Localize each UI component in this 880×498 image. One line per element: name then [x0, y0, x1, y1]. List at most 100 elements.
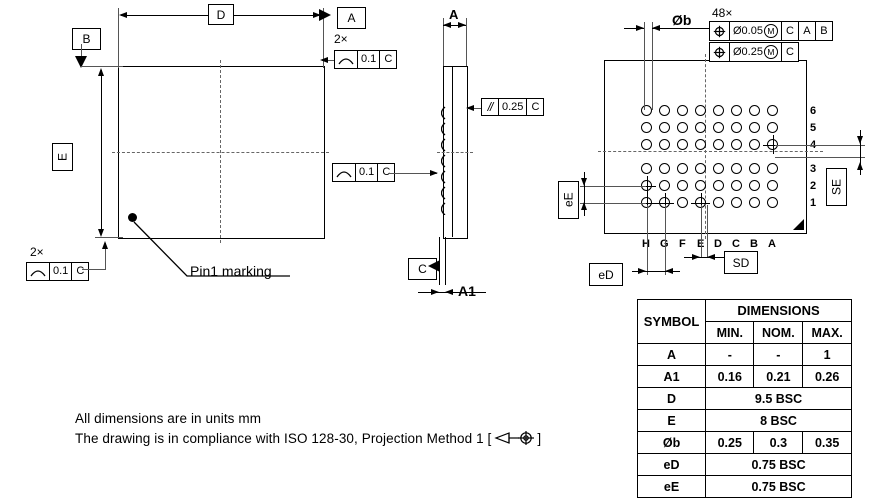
dim-label-e: E — [52, 143, 73, 171]
side-profile-leader — [389, 173, 437, 174]
side-a-dimension-line — [443, 25, 466, 26]
parallel-tolerance: 0.25 — [499, 99, 528, 115]
row-symbol: A — [636, 343, 707, 366]
row-min: 0.25 — [705, 431, 755, 454]
row-nom: - — [753, 343, 804, 366]
row-max: 0.35 — [802, 431, 852, 454]
ball — [659, 122, 670, 133]
ball — [695, 163, 706, 174]
top-view-horizontal-centerline — [112, 152, 329, 153]
se-extension-top — [775, 144, 865, 146]
side-a-extension-right — [466, 18, 467, 66]
ball-crosshair — [646, 193, 648, 212]
fcf-parallelism: // 0.25 C — [481, 98, 545, 116]
row-value-span: 0.75 BSC — [705, 475, 852, 498]
ball — [713, 180, 724, 191]
sd-arrow-right — [692, 253, 700, 260]
column-label: G — [660, 238, 669, 250]
datum-c-arrow — [428, 260, 440, 272]
datum-label-a: A — [337, 7, 366, 29]
row-symbol: Øb — [636, 431, 707, 454]
position-tolerance-secondary-wrap: Ø0.25 M — [730, 43, 782, 61]
ball-dia-ext-right — [652, 22, 653, 110]
ball — [677, 122, 688, 133]
ball-dia-ext-left — [644, 22, 645, 110]
side-profile-datum: C — [382, 166, 391, 178]
row-value-span: 0.75 BSC — [705, 453, 852, 476]
side-profile-tolerance: 0.1 — [356, 164, 379, 181]
ball — [767, 122, 778, 133]
e-extension-bottom — [95, 237, 123, 238]
row-symbol: A1 — [636, 365, 707, 388]
d-extension-right — [323, 8, 324, 68]
fcf-bottom-left-datum: C — [76, 265, 85, 277]
top-right-multiplier: 2× — [334, 32, 348, 46]
table-row: eE 0.75 BSC — [636, 475, 852, 498]
ball — [731, 180, 742, 191]
top-right-fcf-leader — [322, 60, 334, 61]
sd-arrow-left — [707, 253, 715, 260]
datum-label-b: B — [72, 28, 101, 50]
position-tolerance-primary-wrap: Ø0.05 M — [730, 22, 782, 40]
bottom-left-fcf-leader-h — [82, 269, 105, 270]
ed-arrow-right — [638, 267, 646, 274]
ball — [641, 139, 652, 150]
column-label: D — [714, 238, 722, 250]
bottom-left-fcf-arrow — [101, 241, 108, 249]
pin1-corner-triangle — [793, 219, 804, 230]
row-label: 1 — [810, 197, 817, 209]
ball — [641, 163, 652, 174]
ed-dimension-line — [632, 271, 680, 272]
bottom-left-fcf-leader-v — [105, 243, 106, 270]
row-min: 0.16 — [705, 365, 755, 388]
position-symbol-icon — [710, 22, 730, 40]
side-a-extension-left — [443, 18, 444, 66]
row-min: - — [705, 343, 755, 366]
mmc-modifier-icon: M — [763, 45, 778, 59]
ee-arrow-down — [580, 178, 587, 186]
parallel-fcf-leader — [467, 108, 481, 109]
ball — [677, 163, 688, 174]
row-max: 0.26 — [802, 365, 852, 388]
position-datum-b: B — [820, 24, 828, 37]
pitch-label-ee: eE — [558, 181, 579, 219]
ball — [749, 163, 760, 174]
ball — [695, 139, 706, 150]
row-symbol: E — [636, 409, 707, 432]
row-label: 2 — [810, 180, 817, 192]
row-label: 3 — [810, 163, 817, 175]
profile-arc-icon — [27, 263, 50, 280]
position-tolerance-primary: Ø0.05 — [733, 24, 763, 37]
top-right-fcf-arrow — [320, 56, 328, 63]
se-extension-bottom — [775, 157, 865, 158]
parallel-fcf-arrow — [466, 104, 474, 111]
side-a-arrow-left — [443, 21, 451, 28]
dimension-table: SYMBOL DIMENSIONS MIN. NOM. MAX. A - - 1… — [636, 299, 852, 498]
column-label: A — [768, 238, 776, 250]
table-row: D 9.5 BSC — [636, 387, 852, 410]
sd-extension-right — [707, 205, 708, 257]
ball — [659, 105, 670, 116]
ball — [731, 105, 742, 116]
datum-b-arrow — [75, 56, 87, 68]
header-nom: NOM. — [753, 321, 804, 344]
a1-arrow-right — [431, 288, 439, 295]
top-view-vertical-centerline — [220, 60, 221, 243]
ball — [731, 197, 742, 208]
units-note: All dimensions are in units mm — [75, 411, 262, 426]
fcf-top-right-tolerance: 0.1 — [358, 51, 381, 68]
ball-crosshair — [772, 135, 774, 154]
pin1-marking-label: Pin1 marking — [190, 263, 272, 279]
column-label: H — [642, 238, 650, 250]
fcf-profile-side: 0.1 C — [332, 163, 396, 182]
table-row: eD 0.75 BSC — [636, 453, 852, 476]
side-view-centerline — [437, 152, 473, 153]
a1-extension-right — [445, 237, 446, 285]
ee-extension-bottom — [580, 202, 646, 204]
column-label: B — [750, 238, 758, 250]
profile-arc-icon — [335, 51, 358, 68]
offset-label-sd: SD — [724, 251, 758, 274]
se-arrow-down — [856, 136, 863, 144]
sd-extension-left — [700, 205, 702, 257]
ball-dia-dim-line-right — [652, 28, 710, 29]
